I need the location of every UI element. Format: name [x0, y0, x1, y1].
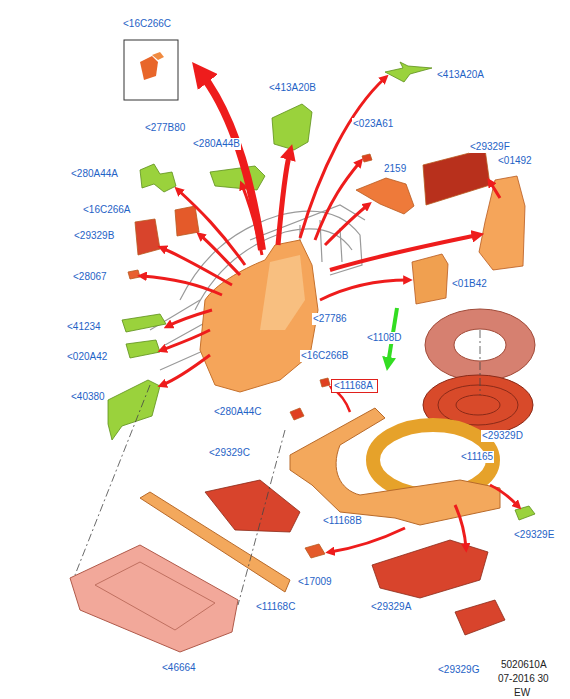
- callout-number: <16C266B: [300, 350, 350, 362]
- callout-number: 2159: [383, 163, 407, 175]
- reference-text: 5020610A: [500, 659, 548, 671]
- callout-number: <16C266C: [122, 18, 172, 30]
- guide-line: [75, 330, 480, 605]
- pad-groove: [438, 385, 518, 425]
- callout-number: <41234: [66, 321, 102, 333]
- callout-number: <280A44C: [213, 406, 263, 418]
- trim-part: [128, 149, 525, 558]
- callout-number: <11168B: [322, 515, 363, 527]
- insulator-pad: [205, 480, 505, 635]
- callout-number: <11165: [460, 451, 494, 463]
- callout-number: <020A42: [66, 351, 108, 363]
- callout-number: <280A44A: [70, 168, 119, 180]
- callout-number: <28067: [72, 271, 108, 283]
- callout-number: <29329F: [469, 141, 511, 153]
- callout-number: <29329C: [208, 447, 251, 459]
- callout-number: <29329G: [437, 664, 480, 676]
- callout-number: <29329B: [73, 230, 115, 242]
- callout-number: <280A44B: [192, 138, 241, 150]
- callout-number: <01492: [497, 155, 533, 167]
- bracket-part: [152, 52, 164, 60]
- callout-number: <413A20A: [436, 69, 485, 81]
- callout-number: <29329D: [481, 430, 524, 442]
- callout-number: <40380: [70, 391, 106, 403]
- callout-number: <413A20B: [268, 82, 317, 94]
- panel-highlight: [260, 255, 305, 330]
- wheelhouse-panel: [200, 240, 318, 392]
- callout-number: <27786: [312, 313, 348, 325]
- callout-frame: [124, 40, 178, 100]
- callout-number: <01B42: [451, 278, 488, 290]
- callout-number: <29329E: [513, 529, 555, 541]
- reference-text: 07-2016 30: [497, 673, 550, 685]
- callout-number: <023A61: [352, 118, 394, 130]
- floor-pan-rib: [95, 562, 215, 630]
- callout-number: <277B80: [144, 122, 186, 134]
- callout-number: <11168A: [332, 380, 377, 392]
- callout-number: <17009: [297, 576, 333, 588]
- callout-number: <29329A: [370, 601, 412, 613]
- reference-text: EW: [513, 687, 531, 699]
- spare-wheel-ring: [425, 309, 535, 381]
- pad-groove: [456, 395, 500, 415]
- highlighted-callout: <11168A: [331, 379, 378, 393]
- callout-number: <1108D: [366, 332, 403, 344]
- explode-arrow: [142, 72, 518, 552]
- callout-number: <46664: [161, 662, 197, 674]
- bracket-part: [140, 56, 158, 80]
- floor-pan: [70, 545, 238, 652]
- callout-number: <11168C: [255, 601, 296, 613]
- callout-number: <16C266A: [82, 204, 132, 216]
